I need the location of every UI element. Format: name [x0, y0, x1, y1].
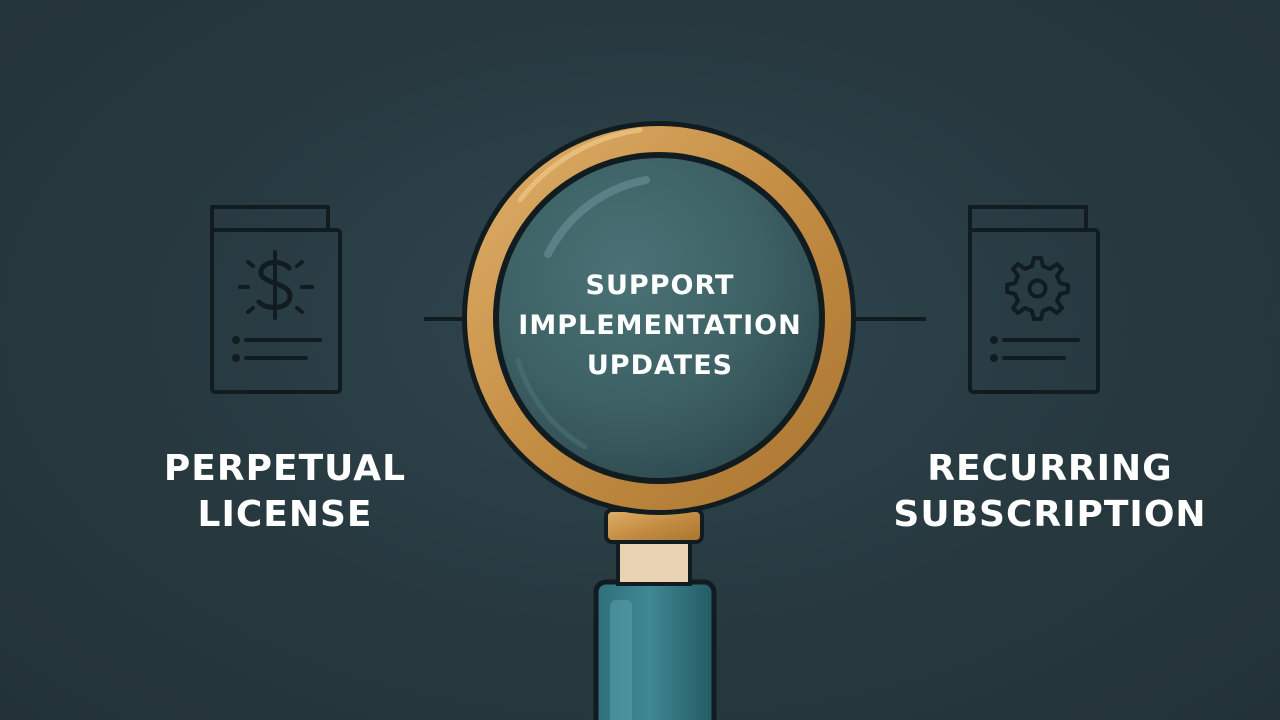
focus-line-support: SUPPORT: [585, 270, 735, 301]
left-label-line2: LICENSE: [197, 494, 373, 535]
focus-line-updates: UPDATES: [586, 350, 734, 381]
left-label-line1: PERPETUAL: [163, 448, 407, 489]
perpetual-license-label: PERPETUAL LICENSE: [140, 446, 430, 538]
dollar-document-icon: [210, 205, 342, 394]
magnifier-focus-text: SUPPORT IMPLEMENTATION UPDATES: [500, 266, 820, 386]
right-label-line2: SUBSCRIPTION: [893, 494, 1207, 535]
focus-line-implementation: IMPLEMENTATION: [518, 310, 802, 341]
gear-document-icon: [968, 205, 1100, 394]
magnifying-glass-icon: [462, 121, 856, 720]
recurring-subscription-label: RECURRING SUBSCRIPTION: [870, 446, 1230, 538]
right-label-line1: RECURRING: [927, 448, 1173, 489]
